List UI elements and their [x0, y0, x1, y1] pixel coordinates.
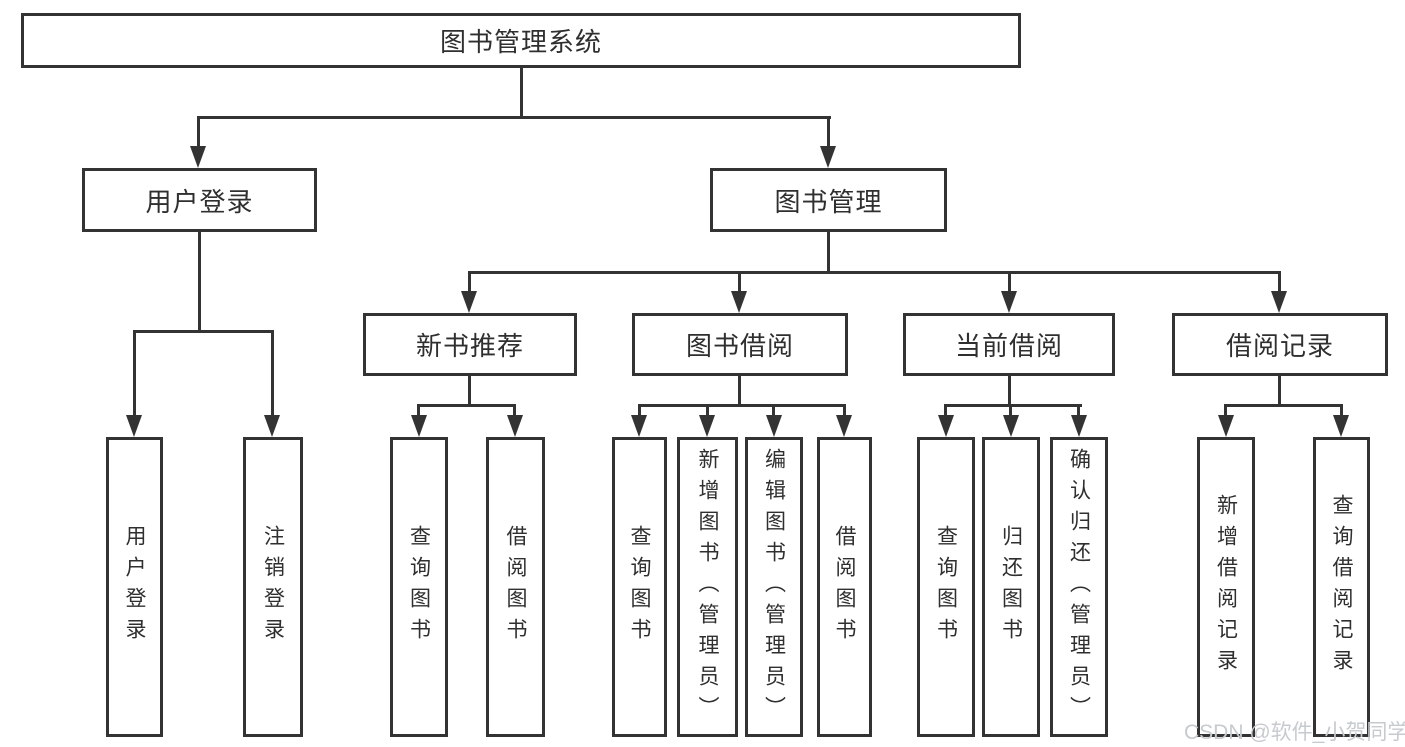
node-library-system: 图书管理系统 [21, 13, 1021, 68]
connector-drop-new-book [468, 271, 471, 293]
arrowhead-borrowing-records [1271, 291, 1287, 313]
connector-book-management-stem [827, 232, 830, 273]
connector-drop-query-books-c [638, 404, 641, 418]
connector-drop-user-login [197, 116, 200, 148]
connector-current-borrowing-crossbar [944, 404, 1082, 407]
watermark-text: CSDN @软件_小贺同学 [1184, 721, 1405, 744]
leaf-return-books: 归还图书 [982, 437, 1040, 737]
arrowhead-return-books [1003, 415, 1019, 437]
node-label: 用户登录 [123, 525, 146, 649]
node-label: 用户登录 [145, 186, 254, 217]
connector-drop-book-borrowing [738, 271, 741, 293]
node-label: 借阅记录 [1225, 331, 1334, 361]
node-label: 查询借阅记录 [1330, 494, 1353, 680]
node-current-borrowing: 当前借阅 [903, 313, 1115, 376]
node-book-management: 图书管理 [710, 168, 947, 232]
node-label: 注销登录 [261, 525, 285, 649]
arrowhead-add-record [1218, 415, 1234, 437]
leaf-edit-books-admin: 编辑图书（管理员） [745, 437, 803, 737]
arrowhead-add-books [699, 415, 715, 437]
node-label: 查询图书 [628, 525, 651, 649]
arrowhead-user-login-leaf [126, 415, 142, 437]
connector-new-book-crossbar [417, 404, 516, 407]
node-label: 编辑图书（管理员） [762, 447, 786, 727]
connector-drop-current-borrowing [1008, 271, 1011, 293]
arrowhead-confirm-return [1071, 415, 1087, 437]
connector-drop-query-record [1340, 404, 1343, 418]
connector-current-borrowing-stem [1008, 376, 1011, 406]
node-label: 当前借阅 [954, 331, 1063, 361]
connector-drop-book-management [827, 116, 830, 148]
connector-book-management-crossbar [468, 271, 1281, 274]
arrowhead-borrow-books-c [836, 415, 852, 437]
arrowhead-query-books-b [411, 415, 427, 437]
arrowhead-new-book [461, 291, 477, 313]
node-label: 查询图书 [934, 525, 958, 649]
arrowhead-user-login [190, 146, 206, 168]
leaf-query-books-current: 查询图书 [917, 437, 975, 737]
node-label: 借阅图书 [504, 525, 527, 649]
node-label: 图书管理系统 [439, 27, 602, 57]
connector-drop-borrow-books-b [513, 404, 516, 418]
node-new-book-recommendation: 新书推荐 [363, 313, 577, 376]
node-label: 新增图书（管理员） [696, 447, 719, 727]
connector-user-login-crossbar [133, 330, 274, 333]
connector-drop-edit-books [772, 404, 775, 418]
arrowhead-edit-books [766, 415, 782, 437]
connector-drop-add-record [1224, 404, 1227, 418]
connector-drop-borrowing-records [1278, 271, 1281, 293]
leaf-add-books-admin: 新增图书（管理员） [677, 437, 738, 737]
connector-borrowing-records-crossbar [1224, 404, 1343, 407]
node-label: 新增借阅记录 [1214, 494, 1238, 680]
leaf-user-login: 用户登录 [106, 437, 163, 737]
arrowhead-current-borrowing [1001, 291, 1017, 313]
leaf-confirm-return-admin: 确认归还（管理员） [1050, 437, 1108, 737]
connector-drop-logout [271, 330, 274, 418]
node-label: 图书管理 [774, 186, 883, 217]
node-label: 图书借阅 [685, 331, 794, 361]
leaf-query-books-borrowing: 查询图书 [612, 437, 667, 737]
connector-root-stem [520, 68, 523, 118]
connector-root-crossbar [197, 116, 831, 119]
connector-user-login-stem [198, 232, 201, 332]
node-label: 查询图书 [407, 525, 431, 649]
connector-drop-user-login-leaf [133, 330, 136, 418]
leaf-borrow-books-borrowing: 借阅图书 [817, 437, 872, 737]
node-label: 借阅图书 [833, 525, 856, 649]
arrowhead-book-management [820, 146, 836, 168]
arrowhead-book-borrowing [731, 291, 747, 313]
arrowhead-query-books-c [631, 415, 647, 437]
connector-drop-add-books [706, 404, 709, 418]
connector-drop-borrow-books-c [843, 404, 846, 418]
leaf-query-books-recommend: 查询图书 [390, 437, 448, 737]
connector-drop-query-books-b [417, 404, 420, 418]
node-borrowing-records: 借阅记录 [1172, 313, 1388, 376]
node-user-login: 用户登录 [82, 168, 317, 232]
leaf-query-borrow-record: 查询借阅记录 [1313, 437, 1370, 737]
connector-new-book-stem [468, 376, 471, 406]
connector-book-borrowing-crossbar [638, 404, 846, 407]
leaf-borrow-books-recommend: 借阅图书 [486, 437, 545, 737]
node-label: 确认归还（管理员） [1067, 447, 1091, 727]
connector-drop-query-books-d [944, 404, 947, 418]
connector-book-borrowing-stem [738, 376, 741, 406]
node-label: 归还图书 [999, 525, 1023, 649]
leaf-add-borrow-record: 新增借阅记录 [1197, 437, 1255, 737]
node-book-borrowing: 图书借阅 [632, 313, 848, 376]
connector-drop-confirm-return [1077, 404, 1080, 418]
leaf-logout-login: 注销登录 [243, 437, 303, 737]
arrowhead-borrow-books-b [507, 415, 523, 437]
arrowhead-logout [264, 415, 280, 437]
connector-drop-return-books [1009, 404, 1012, 418]
node-label: 新书推荐 [415, 331, 524, 361]
arrowhead-query-books-d [938, 415, 954, 437]
connector-borrowing-records-stem [1278, 376, 1281, 406]
arrowhead-query-record [1333, 415, 1349, 437]
